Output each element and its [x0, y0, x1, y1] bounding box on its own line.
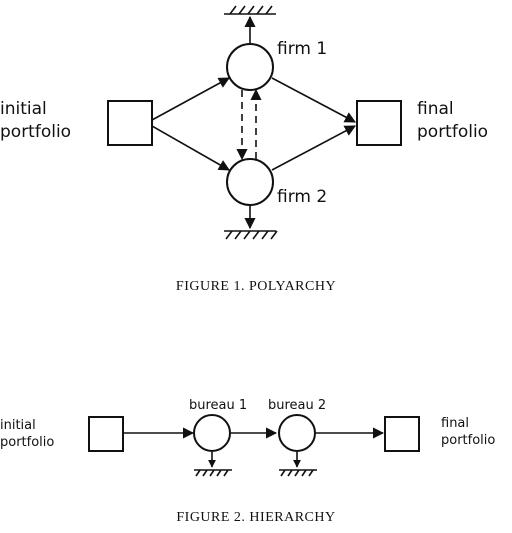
figure-2-hierarchy: initial portfolio final portfolio bureau… [0, 398, 495, 525]
initial-portfolio-box [107, 100, 153, 146]
bureau-1-label: bureau 1 [189, 398, 247, 413]
final-portfolio-box [356, 100, 402, 146]
bureau-1-node [193, 414, 231, 452]
final-portfolio-box-2 [384, 416, 420, 452]
ground-symbol-bureau-2 [279, 469, 317, 477]
final-portfolio-label-2: final portfolio [441, 416, 495, 448]
firm-2-node [226, 158, 274, 206]
initial-portfolio-label-2: initial portfolio [0, 418, 54, 450]
bureau-2-label: bureau 2 [268, 398, 326, 413]
initial-portfolio-box-2 [88, 416, 124, 452]
ground-symbol-bureau-1 [194, 469, 232, 477]
figure-1-polyarchy: initial portfolio final portfolio firm 1… [0, 5, 488, 294]
firm-1-node [226, 43, 274, 91]
ground-symbol-bottom [224, 230, 278, 240]
arrow-initial-to-firm-2 [151, 125, 230, 171]
firm-1-label: firm 1 [277, 39, 327, 59]
initial-portfolio-label: initial portfolio [0, 99, 71, 142]
bureau-2-node [278, 414, 316, 452]
ground-symbol-top [224, 5, 276, 15]
arrow-initial-to-firm-1 [151, 77, 230, 121]
firm-2-label: firm 2 [277, 187, 327, 207]
arrow-firm-2-to-final [271, 125, 356, 171]
figure-2-caption: FIGURE 2. HIERARCHY [176, 510, 335, 525]
final-portfolio-label: final portfolio [417, 99, 488, 142]
arrow-firm-1-to-final [271, 77, 356, 123]
figure-1-caption: FIGURE 1. POLYARCHY [176, 279, 336, 294]
